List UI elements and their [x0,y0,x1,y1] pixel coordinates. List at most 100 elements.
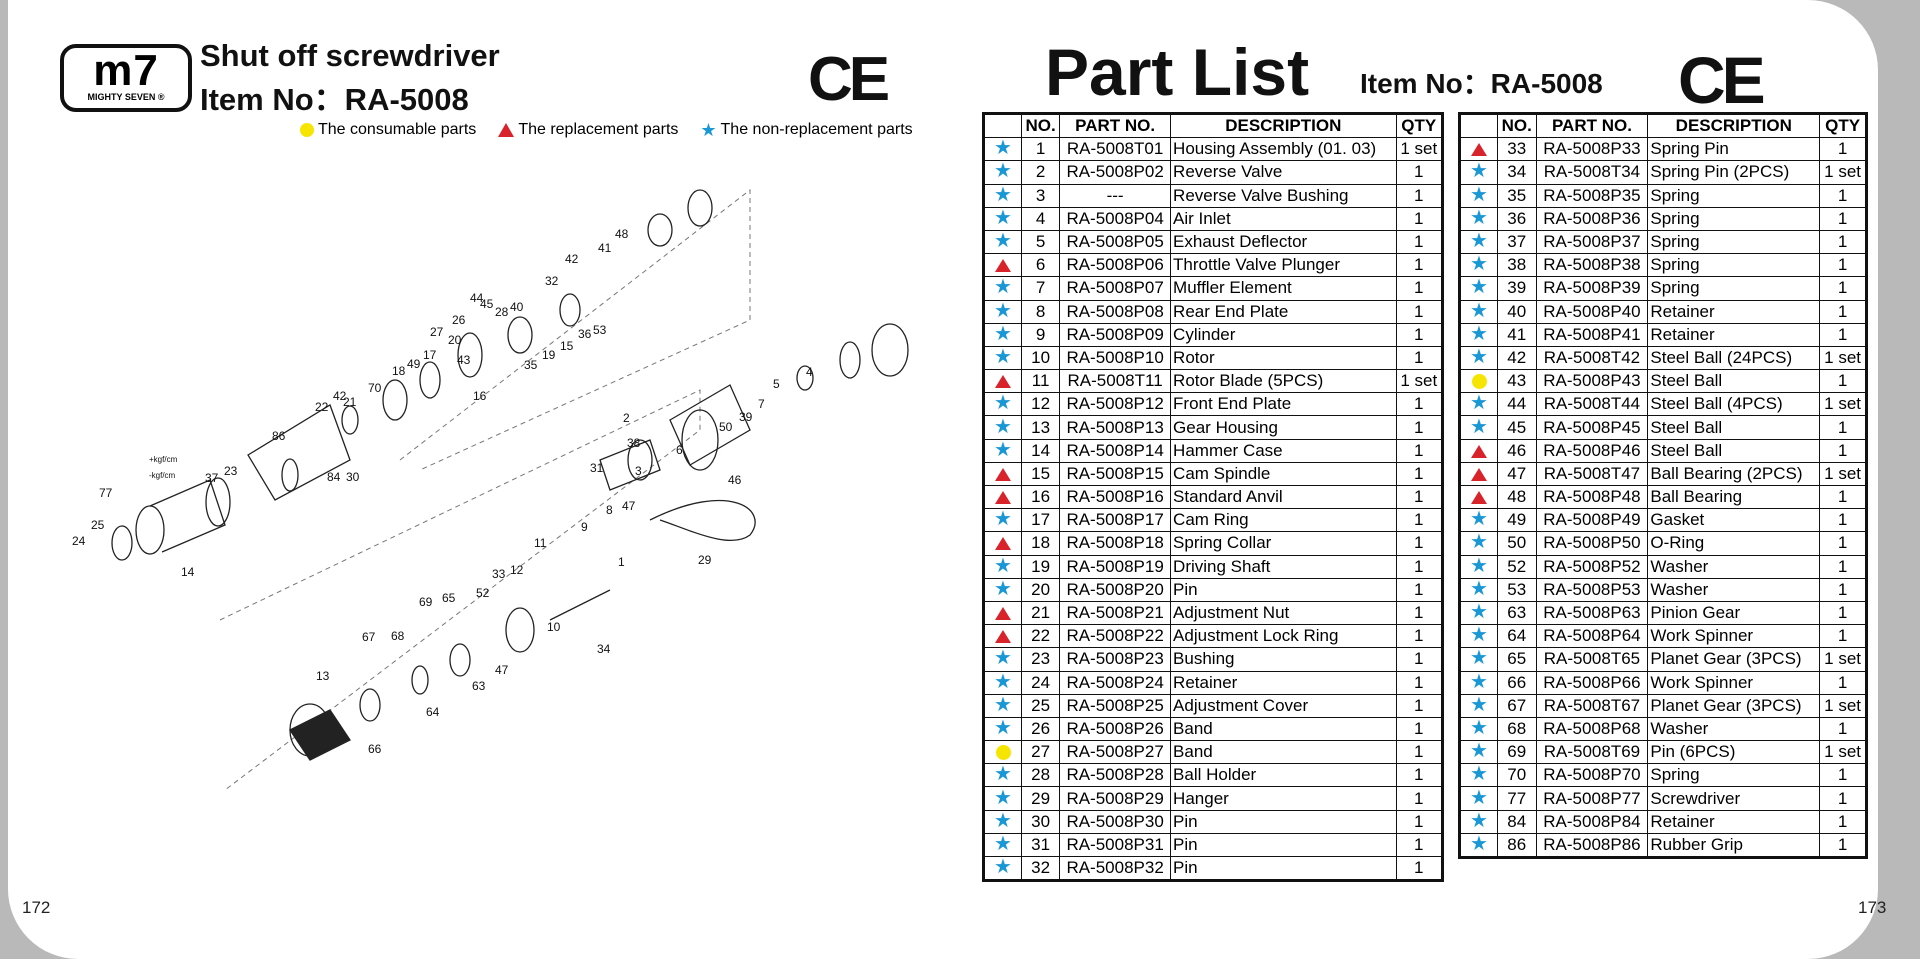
legend-consumable-label: The consumable parts [318,121,477,138]
cell-no: 35 [1497,183,1537,208]
cell-qty: 1 set [1395,369,1444,394]
cell-desc: Reverse Valve Bushing [1170,183,1397,208]
diagram-callout-29: -kgf/cm [149,471,176,480]
cell-qty: 1 set [1819,740,1867,765]
consumable-dot-icon [300,123,314,137]
diagram-callout-46: 3 [635,464,642,478]
diagram-callout-56: 10 [547,620,561,634]
nonreplacement-star-icon: ★ [1470,253,1488,276]
nonreplacement-star-icon: ★ [1470,832,1488,855]
cell-desc: Spring [1647,276,1821,301]
nonreplacement-star-icon: ★ [994,392,1012,415]
cell-desc: Pinion Gear [1647,600,1821,626]
cell-part: RA-5008P24 [1059,670,1172,695]
cell-desc: Driving Shaft [1170,554,1397,579]
cell-part: RA-5008P22 [1059,624,1172,649]
nonreplacement-star-icon: ★ [1470,577,1488,600]
row-marker: ★ [983,438,1022,463]
cell-desc: Steel Ball (24PCS) [1647,345,1821,371]
cell-qty: 1 [1395,253,1444,278]
diagram-callout-50: 29 [698,553,712,567]
cell-qty: 1 [1819,484,1867,510]
cell-part: RA-5008P09 [1059,322,1172,347]
diagram-callout-37: 4 [806,365,813,379]
cell-qty: 1 [1395,229,1444,255]
nonreplacement-star-icon: ★ [1470,508,1488,531]
cell-no: 70 [1497,763,1537,788]
nonreplacement-star-icon: ★ [1470,554,1488,577]
diagram-callout-15: 35 [524,358,538,372]
nonreplacement-star-icon: ★ [1470,160,1488,183]
cell-no: 32 [1020,855,1061,882]
nonreplacement-star-icon: ★ [994,856,1012,879]
cell-no: 29 [1020,786,1061,811]
product-title: Shut off screwdriver [200,38,500,73]
cell-qty: 1 set [1819,160,1867,185]
diagram-callout-48: 47 [622,499,636,513]
row-marker: ★ [1459,392,1498,417]
row-marker: ★ [1459,577,1498,602]
cell-no: 25 [1020,693,1061,718]
cell-desc: Planet Gear (3PCS) [1647,647,1821,672]
row-marker [1459,461,1498,487]
diagram-callout-4: 44 [470,291,484,305]
replacement-triangle-icon [1471,491,1487,505]
cell-desc: Washer [1647,554,1821,579]
cell-no: 11 [1020,369,1061,394]
legend-replacement: The replacement parts [498,121,678,139]
cell-part: RA-5008P27 [1059,740,1172,765]
nonreplacement-star-icon: ★ [994,345,1012,368]
diagram-callout-55: 52 [476,586,490,600]
cell-no: 44 [1497,392,1537,417]
cell-part: RA-5008P86 [1535,832,1649,859]
cell-no: 14 [1020,438,1061,463]
replacement-triangle-icon [1471,467,1487,481]
diagram-callout-28: +kgf/cm [149,455,178,464]
cell-qty: 1 [1819,137,1867,162]
nonreplacement-star-icon: ★ [994,763,1012,786]
row-marker: ★ [983,786,1022,811]
cell-desc: Band [1170,716,1397,742]
cell-no: 86 [1497,832,1537,859]
cell-no: 6 [1020,253,1061,278]
cell-part: RA-5008P68 [1535,716,1649,742]
nonreplacement-star-icon: ★ [994,183,1012,206]
cell-qty: 1 [1395,740,1444,765]
cell-no: 41 [1497,322,1537,347]
cell-desc: Cylinder [1170,322,1397,347]
column-header-symbol [983,112,1022,139]
cell-part: RA-5008P39 [1535,276,1649,301]
cell-no: 21 [1020,600,1061,626]
cell-part: RA-5008P32 [1059,855,1172,882]
cell-no: 39 [1497,276,1537,301]
diagram-callout-0: 48 [615,227,629,241]
row-marker [983,461,1022,487]
column-header-no: NO. [1020,112,1061,139]
nonreplacement-star-icon: ★ [1470,206,1488,229]
row-marker: ★ [1459,322,1498,347]
cell-part: RA-5008P17 [1059,508,1172,533]
nonreplacement-star-icon: ★ [1470,276,1488,299]
cell-desc: Steel Ball [1647,438,1821,463]
row-marker [983,624,1022,649]
cell-qty: 1 [1819,832,1867,859]
diagram-callout-31: 37 [205,471,219,485]
cell-qty: 1 [1395,438,1444,463]
column-header-description: DESCRIPTION [1170,112,1397,139]
cell-part: RA-5008P02 [1059,160,1172,185]
cell-part: RA-5008P13 [1059,415,1172,440]
nonreplacement-star-icon: ★ [994,230,1012,253]
cell-no: 34 [1497,160,1537,185]
row-marker [1459,484,1498,510]
nonreplacement-star-icon: ★ [994,786,1012,809]
